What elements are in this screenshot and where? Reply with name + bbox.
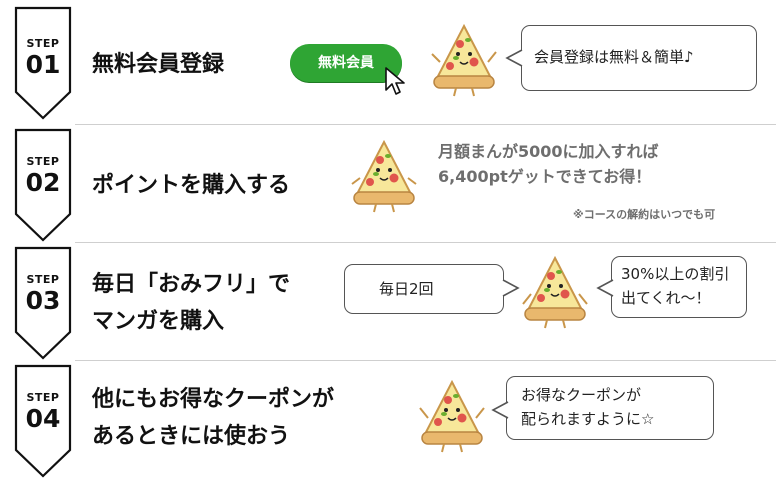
speech-tail <box>505 49 523 67</box>
speech-text: 配られますように☆ <box>521 410 655 428</box>
title-line: 他にもお得なクーポンが <box>92 387 335 412</box>
speech-bubble: 会員登録は無料＆簡単♪ <box>521 25 757 91</box>
step-1-title: 無料会員登録 <box>92 52 225 77</box>
pizza-mascot-icon <box>431 23 497 97</box>
speech-bubble: 毎日2回 <box>344 264 504 314</box>
step-1-badge: STEP 01 <box>14 6 72 120</box>
speech-bubble: 30%以上の割引 出てくれ〜！ <box>611 256 747 318</box>
step-4-badge: STEP 04 <box>14 364 72 478</box>
step-number: 03 <box>25 286 61 315</box>
mouse-cursor-icon <box>385 67 405 95</box>
speech-tail <box>502 279 520 297</box>
title-line: 毎日「おみフリ」で <box>92 272 291 297</box>
speech-text: 30%以上の割引 <box>621 265 730 283</box>
step-2-title: ポイントを購入する <box>92 173 291 198</box>
pizza-mascot-icon <box>351 139 417 213</box>
note-line: 6,400ptゲットできてお得！ <box>438 167 652 186</box>
cancel-note: ※コースの解約はいつでも可 <box>573 208 716 221</box>
step-2-row: STEP 02 ポイントを購入する 月額まんが5000に加入すれば 6,400p… <box>0 124 780 242</box>
step-3-title: 毎日「おみフリ」で マンガを購入 <box>92 266 290 340</box>
row-divider <box>75 242 776 243</box>
step-1-row: STEP 01 無料会員登録 無料会員 会員登録は無料＆簡単♪ <box>0 0 780 120</box>
step-4-row: STEP 04 他にもお得なクーポンが あるときには使おう お得なクーポンが 配… <box>0 360 780 483</box>
step-number: 02 <box>25 168 61 197</box>
step-arrow-icon <box>14 128 72 242</box>
step-label: STEP <box>26 155 60 168</box>
step-number: 04 <box>25 404 61 433</box>
step-3-badge: STEP 03 <box>14 246 72 360</box>
pizza-mascot-icon <box>419 379 485 453</box>
step-label: STEP <box>26 273 60 286</box>
speech-bubble: お得なクーポンが 配られますように☆ <box>506 376 714 440</box>
speech-text: 毎日2回 <box>379 280 434 298</box>
speech-text: お得なクーポンが <box>521 386 642 404</box>
step-label: STEP <box>26 37 60 50</box>
step-3-row: STEP 03 毎日「おみフリ」で マンガを購入 毎日2回 30%以上の割引 出… <box>0 242 780 360</box>
step-arrow-icon <box>14 6 72 120</box>
step-4-title: 他にもお得なクーポンが あるときには使おう <box>92 381 334 455</box>
pizza-mascot-icon <box>522 255 588 329</box>
step-2-badge: STEP 02 <box>14 128 72 242</box>
step-label: STEP <box>26 391 60 404</box>
note-line: 月額まんが5000に加入すれば <box>438 142 659 161</box>
subscription-note: 月額まんが5000に加入すれば 6,400ptゲットできてお得！ <box>438 139 659 189</box>
speech-tail <box>491 401 509 419</box>
speech-text: 出てくれ〜！ <box>621 289 711 307</box>
row-divider <box>75 124 776 125</box>
title-line: マンガを購入 <box>92 309 225 334</box>
speech-text: 会員登録は無料＆簡単♪ <box>534 48 694 66</box>
step-arrow-icon <box>14 246 72 360</box>
row-divider <box>75 360 776 361</box>
step-arrow-icon <box>14 364 72 478</box>
title-line: あるときには使おう <box>92 424 291 449</box>
step-number: 01 <box>25 50 61 79</box>
free-member-button[interactable]: 無料会員 <box>290 44 402 82</box>
speech-tail <box>596 279 614 297</box>
